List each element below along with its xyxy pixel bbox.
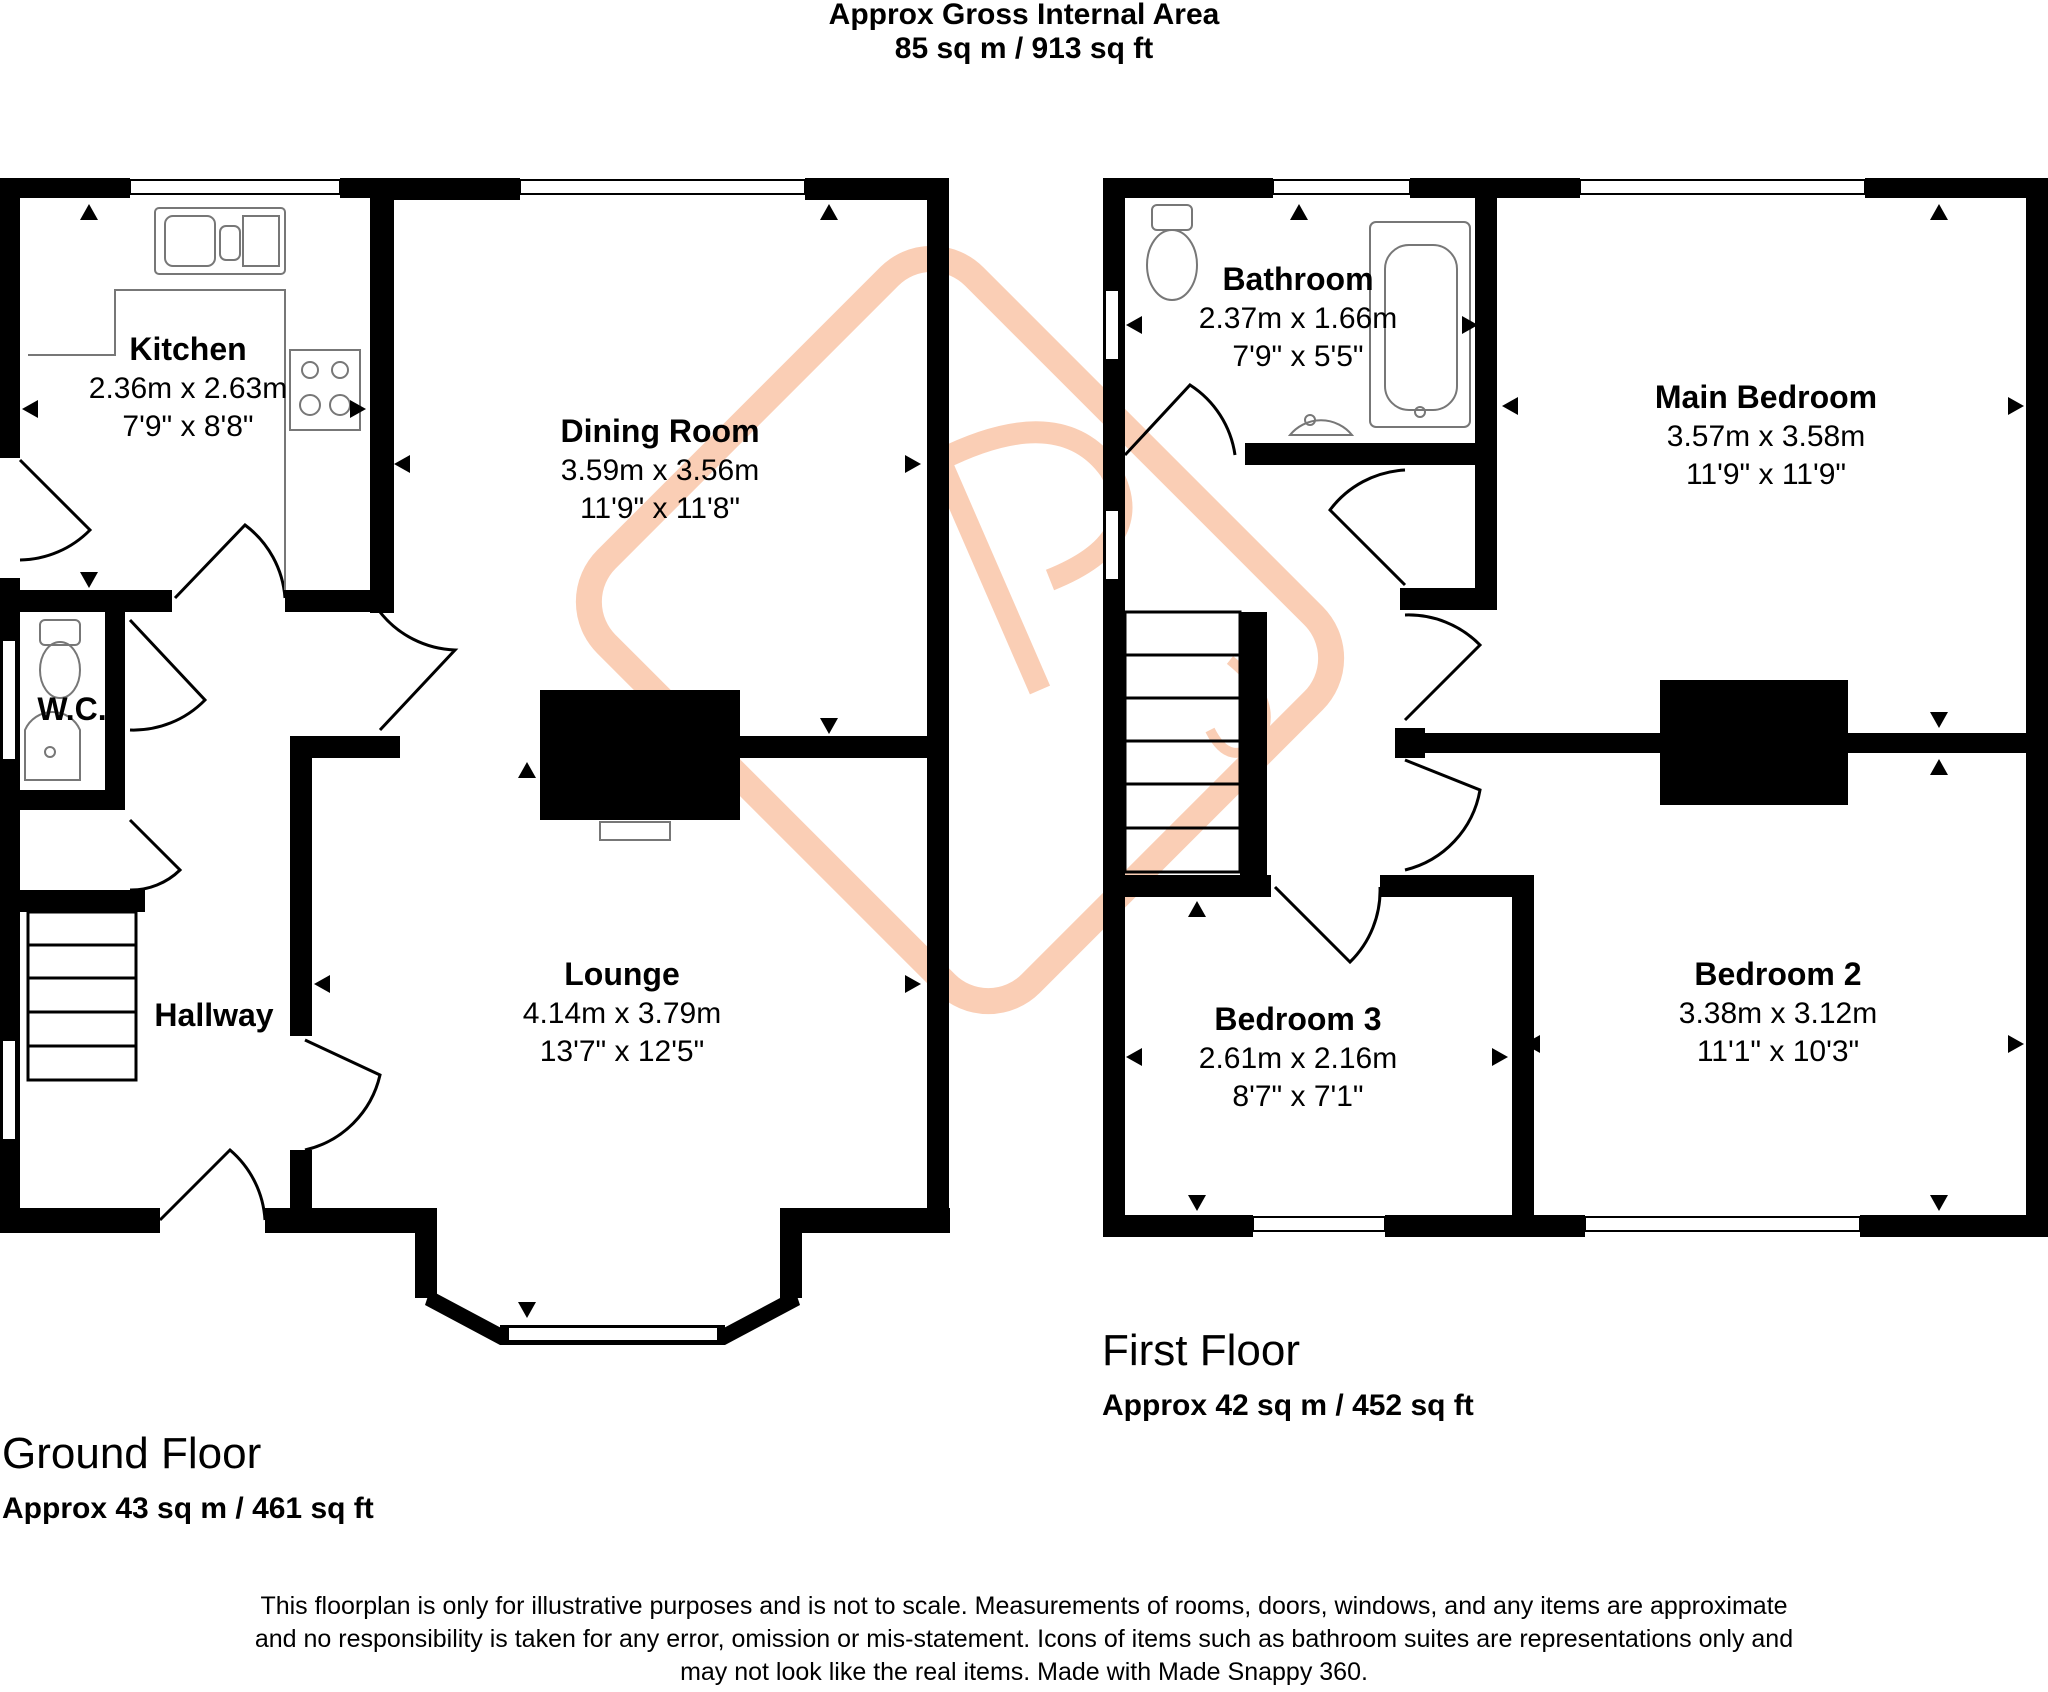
ground-floor-walls xyxy=(0,178,950,1345)
room-wc: W.C. xyxy=(37,691,106,727)
room-wc-name: W.C. xyxy=(37,691,106,727)
room-lounge-name: Lounge xyxy=(564,956,680,992)
first-floor-walls xyxy=(1103,178,2048,1237)
room-bedroom-2-metric: 3.38m x 3.12m xyxy=(1679,997,1877,1030)
gross-area-header: Approx Gross Internal Area 85 sq m / 913… xyxy=(829,0,1220,65)
first-floor-caption: First Floor Approx 42 sq m / 452 sq ft xyxy=(1102,1326,1474,1422)
first-floor-measure-markers xyxy=(1126,204,2024,1211)
ground-floor-windows xyxy=(1,179,806,1342)
room-lounge-metric: 4.14m x 3.79m xyxy=(523,997,721,1030)
room-bathroom-name: Bathroom xyxy=(1222,261,1373,297)
room-dining: Dining Room 3.59m x 3.56m 11'9" x 11'8" xyxy=(560,413,759,525)
room-hallway-name: Hallway xyxy=(154,997,273,1033)
ground-floor-fixtures xyxy=(24,207,671,841)
room-main-bedroom: Main Bedroom 3.57m x 3.58m 11'9" x 11'9" xyxy=(1655,379,1877,491)
agency-logo-watermark xyxy=(575,245,1345,1015)
ground-floor-measure-markers xyxy=(22,204,921,1318)
room-kitchen-imperial: 7'9" x 8'8" xyxy=(122,410,253,443)
room-bedroom-2-imperial: 11'1" x 10'3" xyxy=(1697,1035,1859,1068)
first-floor-stairs xyxy=(1123,610,1242,874)
ground-floor-area: Approx 43 sq m / 461 sq ft xyxy=(2,1492,374,1525)
room-dining-imperial: 11'9" x 11'8" xyxy=(580,492,740,525)
room-dining-name: Dining Room xyxy=(560,413,759,449)
room-bedroom-2-name: Bedroom 2 xyxy=(1694,956,1861,992)
first-floor-title: First Floor xyxy=(1102,1326,1300,1375)
room-hallway: Hallway xyxy=(154,997,273,1033)
room-main-bedroom-name: Main Bedroom xyxy=(1655,379,1877,415)
ground-floor-doors xyxy=(18,458,459,1222)
room-lounge: Lounge 4.14m x 3.79m 13'7" x 12'5" xyxy=(523,956,721,1068)
disclaimer-line-1: This floorplan is only for illustrative … xyxy=(260,1592,1787,1620)
ground-floor-title: Ground Floor xyxy=(2,1429,261,1478)
room-bedroom-3: Bedroom 3 2.61m x 2.16m 8'7" x 7'1" xyxy=(1199,1001,1397,1113)
first-floor-area: Approx 42 sq m / 452 sq ft xyxy=(1102,1389,1474,1422)
room-bedroom-3-imperial: 8'7" x 7'1" xyxy=(1232,1080,1363,1113)
room-kitchen-metric: 2.36m x 2.63m xyxy=(89,372,287,405)
room-main-bedroom-imperial: 11'9" x 11'9" xyxy=(1686,458,1846,491)
gross-area-label: Approx Gross Internal Area xyxy=(829,0,1220,31)
first-floor-windows xyxy=(1104,179,1866,1232)
room-bathroom: Bathroom 2.37m x 1.66m 7'9" x 5'5" xyxy=(1199,261,1397,373)
room-dining-metric: 3.59m x 3.56m xyxy=(561,454,759,487)
disclaimer: This floorplan is only for illustrative … xyxy=(255,1592,1793,1686)
room-bathroom-metric: 2.37m x 1.66m xyxy=(1199,302,1397,335)
room-bedroom-3-name: Bedroom 3 xyxy=(1214,1001,1381,1037)
room-kitchen: Kitchen 2.36m x 2.63m 7'9" x 8'8" xyxy=(89,331,287,443)
ground-floor-stairs xyxy=(26,910,138,1082)
room-lounge-imperial: 13'7" x 12'5" xyxy=(540,1035,705,1068)
room-kitchen-name: Kitchen xyxy=(129,331,246,367)
room-main-bedroom-metric: 3.57m x 3.58m xyxy=(1667,420,1865,453)
room-bedroom-3-metric: 2.61m x 2.16m xyxy=(1199,1042,1397,1075)
disclaimer-line-2: and no responsibility is taken for any e… xyxy=(255,1625,1793,1653)
first-floor-fixtures xyxy=(1146,204,1471,436)
room-bathroom-imperial: 7'9" x 5'5" xyxy=(1232,340,1363,373)
ground-floor-caption: Ground Floor Approx 43 sq m / 461 sq ft xyxy=(2,1429,374,1525)
disclaimer-line-3: may not look like the real items. Made w… xyxy=(680,1658,1368,1686)
gross-area-value: 85 sq m / 913 sq ft xyxy=(895,32,1153,65)
room-bedroom-2: Bedroom 2 3.38m x 3.12m 11'1" x 10'3" xyxy=(1679,956,1877,1068)
first-floor-doors xyxy=(1123,383,1483,965)
